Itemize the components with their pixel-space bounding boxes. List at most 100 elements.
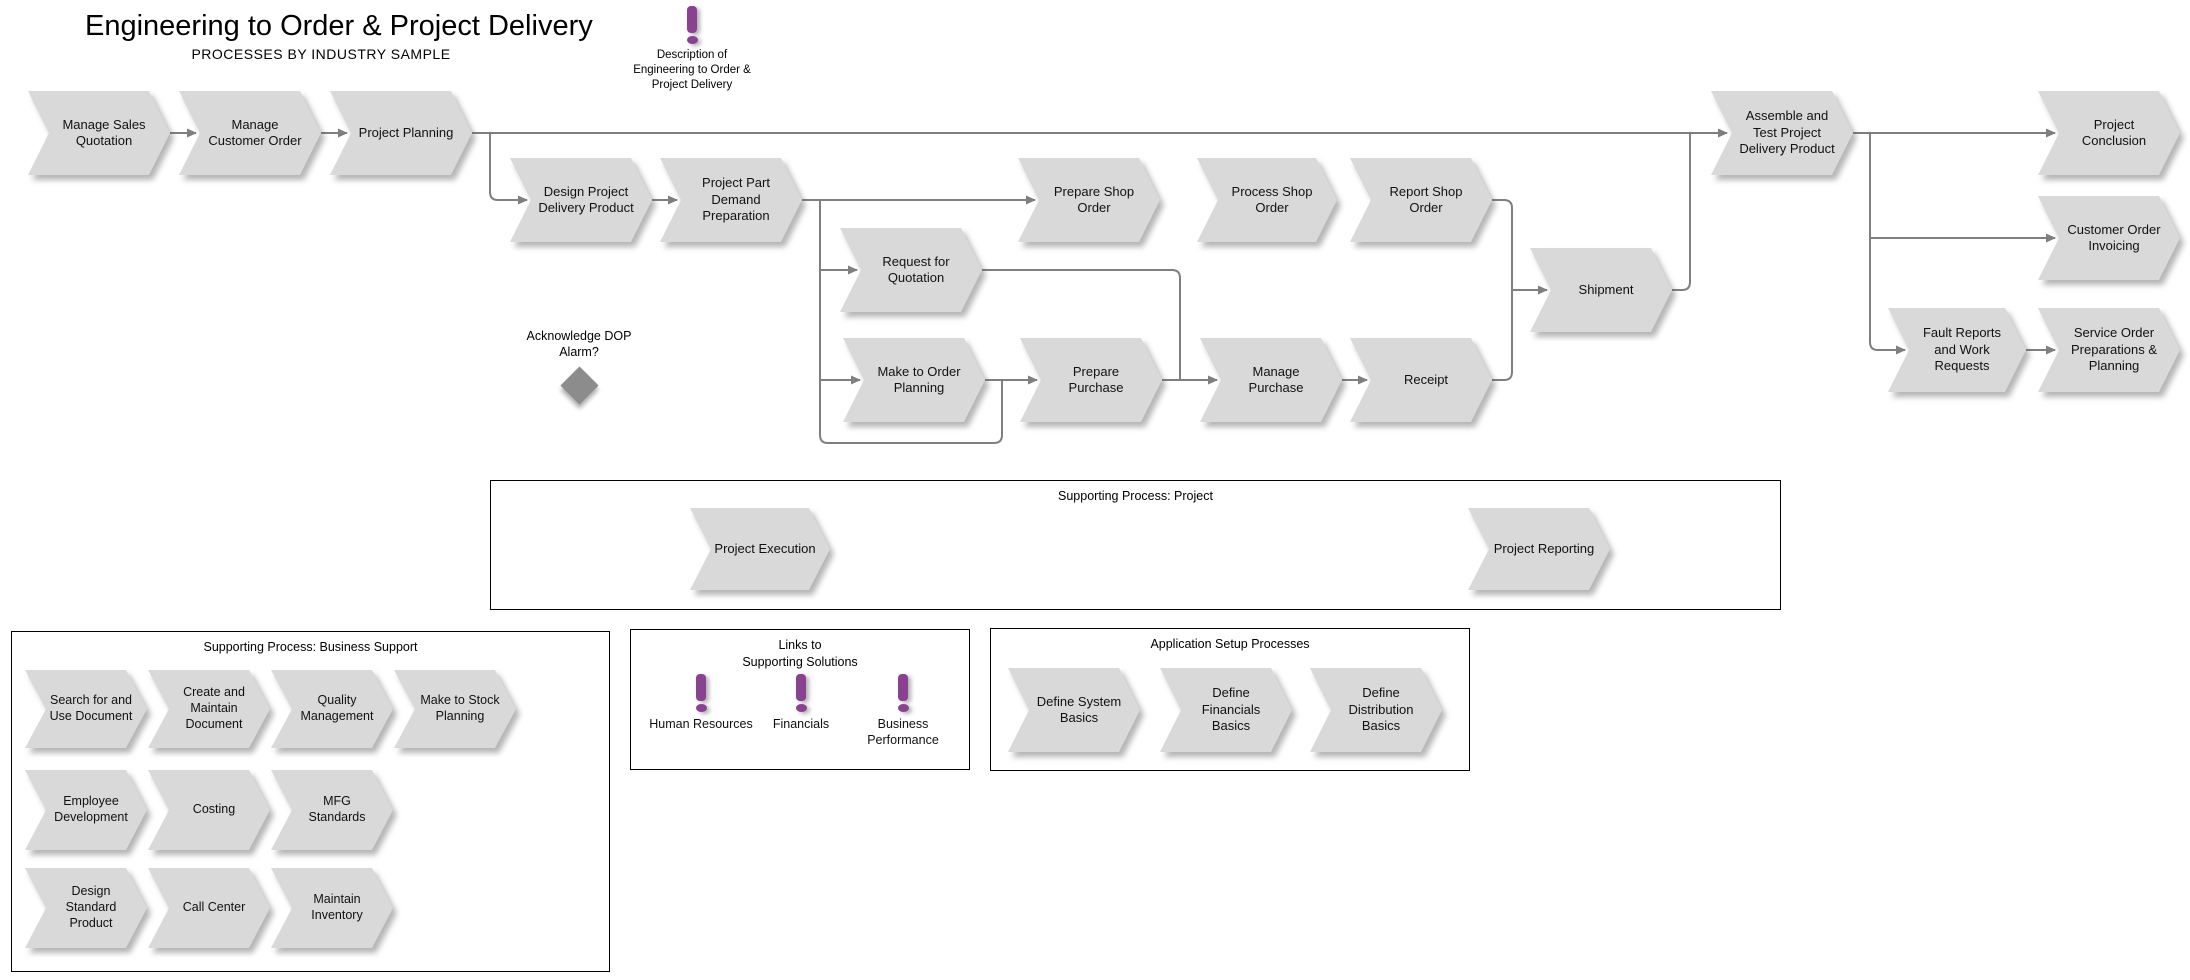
- group-header: Supporting Process: Business Support: [203, 640, 418, 654]
- process-create-and-maintain-document[interactable]: Create and Maintain Document: [148, 670, 270, 748]
- process-label: Costing: [192, 802, 236, 817]
- process-shipment[interactable]: Shipment: [1530, 248, 1672, 332]
- chevron-shape: Costing: [148, 770, 270, 850]
- business-performance-exclamation-icon[interactable]: [848, 674, 958, 712]
- process-make-to-order-planning[interactable]: Make to Order Planning: [843, 338, 985, 422]
- process-project-execution[interactable]: Project Execution: [690, 508, 830, 590]
- decision-acknowledge-dop-alarm: Acknowledge DOP Alarm?: [517, 328, 641, 405]
- process-process-shop-order[interactable]: Process Shop Order: [1197, 158, 1337, 242]
- process-label: MFG Standards: [308, 794, 366, 824]
- process-mfg-standards[interactable]: MFG Standards: [271, 770, 393, 850]
- chevron-shape: Fault Reports and Work Requests: [1888, 308, 2026, 392]
- process-label: Manage Purchase: [1248, 363, 1304, 395]
- description-exclamation-icon[interactable]: [626, 6, 758, 44]
- chevron-shape: Request for Quotation: [840, 228, 982, 312]
- process-design-standard-product[interactable]: Design Standard Product: [25, 868, 147, 948]
- process-project-conclusion[interactable]: Project Conclusion: [2038, 91, 2180, 175]
- process-manage-sales-quotation[interactable]: Manage Sales Quotation: [28, 91, 170, 175]
- process-report-shop-order[interactable]: Report Shop Order: [1350, 158, 1492, 242]
- process-search-for-and-use-document[interactable]: Search for and Use Document: [25, 670, 147, 748]
- process-label: Request for Quotation: [882, 253, 950, 285]
- process-label: Project Planning: [358, 124, 454, 140]
- link-label: Business Performance: [867, 717, 939, 748]
- process-label: Make to Stock Planning: [420, 693, 500, 723]
- chevron-shape: Quality Management: [271, 670, 393, 748]
- description-note: Description of Engineering to Order & Pr…: [626, 6, 758, 93]
- decision-diamond-icon[interactable]: [559, 365, 599, 405]
- process-label: Project Execution: [714, 540, 816, 556]
- process-request-for-quotation[interactable]: Request for Quotation: [840, 228, 982, 312]
- process-label: Define Distribution Basics: [1348, 685, 1414, 734]
- chevron-shape: Define Financials Basics: [1160, 668, 1292, 752]
- process-customer-order-invoicing[interactable]: Customer Order Invoicing: [2038, 196, 2180, 280]
- process-project-reporting[interactable]: Project Reporting: [1468, 508, 1610, 590]
- process-receipt[interactable]: Receipt: [1350, 338, 1492, 422]
- chevron-shape: Make to Order Planning: [843, 338, 985, 422]
- exclamation-bar: [696, 674, 706, 701]
- process-label: Process Shop Order: [1231, 183, 1313, 215]
- chevron-shape: MFG Standards: [271, 770, 393, 850]
- process-label: Manage Sales Quotation: [62, 116, 146, 148]
- description-label: Description of Engineering to Order & Pr…: [633, 49, 751, 91]
- chevron-shape: Manage Purchase: [1200, 338, 1342, 422]
- chevron-shape: Maintain Inventory: [271, 868, 393, 948]
- chevron-shape: Project Conclusion: [2038, 91, 2180, 175]
- chevron-shape: Search for and Use Document: [25, 670, 147, 748]
- process-fault-reports-and-work-requests[interactable]: Fault Reports and Work Requests: [1888, 308, 2026, 392]
- page-title: Engineering to Order & Project Delivery: [85, 10, 593, 42]
- group-header: Application Setup Processes: [1150, 637, 1310, 651]
- chevron-shape: Create and Maintain Document: [148, 670, 270, 748]
- process-service-order-preparations-planning[interactable]: Service Order Preparations & Planning: [2038, 308, 2180, 392]
- chevron-shape: Manage Customer Order: [179, 91, 321, 175]
- chevron-shape: Manage Sales Quotation: [28, 91, 170, 175]
- process-define-system-basics[interactable]: Define System Basics: [1008, 668, 1140, 752]
- chevron-shape: Define Distribution Basics: [1310, 668, 1442, 752]
- process-project-planning[interactable]: Project Planning: [330, 91, 472, 175]
- page-subtitle: PROCESSES BY INDUSTRY SAMPLE: [191, 46, 451, 62]
- chevron-shape: Prepare Purchase: [1020, 338, 1162, 422]
- chevron-shape: Project Reporting: [1468, 508, 1610, 590]
- chevron-shape: Receipt: [1350, 338, 1492, 422]
- chevron-shape: Project Part Demand Preparation: [660, 158, 802, 242]
- chevron-shape: Assemble and Test Project Delivery Produ…: [1711, 91, 1853, 175]
- process-quality-management[interactable]: Quality Management: [271, 670, 393, 748]
- chevron-shape: Project Planning: [330, 91, 472, 175]
- exclamation-bar: [687, 6, 697, 33]
- process-project-part-demand-preparation[interactable]: Project Part Demand Preparation: [660, 158, 802, 242]
- process-label: Project Reporting: [1493, 540, 1595, 556]
- process-design-project-delivery-product[interactable]: Design Project Delivery Product: [510, 158, 652, 242]
- process-define-financials-basics[interactable]: Define Financials Basics: [1160, 668, 1292, 752]
- process-assemble-and-test-project-delivery-product[interactable]: Assemble and Test Project Delivery Produ…: [1711, 91, 1853, 175]
- human-resources-exclamation-icon[interactable]: [646, 674, 756, 712]
- exclamation-bar: [796, 674, 806, 701]
- process-label: Project Part Demand Preparation: [702, 175, 770, 224]
- financials-exclamation-icon[interactable]: [746, 674, 856, 712]
- process-define-distribution-basics[interactable]: Define Distribution Basics: [1310, 668, 1442, 752]
- process-maintain-inventory[interactable]: Maintain Inventory: [271, 868, 393, 948]
- process-make-to-stock-planning[interactable]: Make to Stock Planning: [394, 670, 516, 748]
- exclamation-dot: [686, 36, 698, 44]
- link-human-resources: Human Resources: [646, 674, 756, 732]
- process-employee-development[interactable]: Employee Development: [25, 770, 147, 850]
- process-label: Service Order Preparations & Planning: [2071, 325, 2157, 374]
- process-label: Create and Maintain Document: [183, 685, 245, 731]
- process-costing[interactable]: Costing: [148, 770, 270, 850]
- chevron-shape: Employee Development: [25, 770, 147, 850]
- process-label: Quality Management: [300, 693, 374, 723]
- link-financials: Financials: [746, 674, 856, 732]
- process-prepare-shop-order[interactable]: Prepare Shop Order: [1018, 158, 1160, 242]
- exclamation-dot: [695, 704, 707, 712]
- process-manage-purchase[interactable]: Manage Purchase: [1200, 338, 1342, 422]
- connectors: [170, 128, 2056, 715]
- process-label: Employee Development: [54, 794, 128, 824]
- process-manage-customer-order[interactable]: Manage Customer Order: [179, 91, 321, 175]
- process-prepare-purchase[interactable]: Prepare Purchase: [1020, 338, 1162, 422]
- process-label: Project Conclusion: [2081, 116, 2147, 148]
- process-label: Define Financials Basics: [1201, 685, 1261, 734]
- chevron-shape: Design Standard Product: [25, 868, 147, 948]
- group-header: Links to Supporting Solutions: [631, 630, 969, 671]
- process-call-center[interactable]: Call Center: [148, 868, 270, 948]
- process-label: Search for and Use Document: [49, 693, 133, 723]
- chevron-shape: Make to Stock Planning: [394, 670, 516, 748]
